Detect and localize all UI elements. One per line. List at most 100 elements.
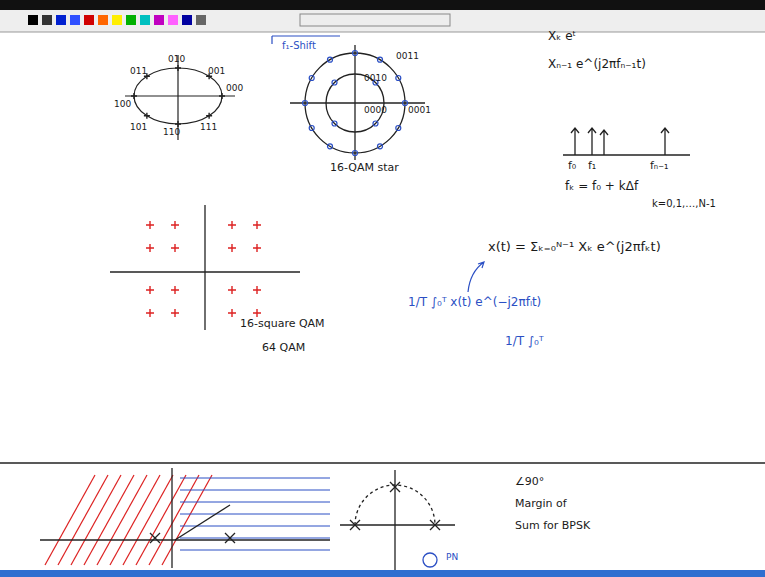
handwritten-note: Xₙ₋₁ e^(j2πfₙ₋₁t) xyxy=(548,58,646,71)
subcarrier-spectrum xyxy=(563,128,690,155)
handwritten-note: fₙ₋₁ xyxy=(650,160,668,172)
symbol-point xyxy=(228,286,236,294)
symbol-point xyxy=(131,93,137,99)
symbol-point xyxy=(146,286,154,294)
symbol-point xyxy=(253,244,261,252)
handwritten-note: f₁-Shift xyxy=(282,40,316,51)
symbol-point xyxy=(171,221,179,229)
symbol-point xyxy=(332,80,337,85)
symbol-point xyxy=(378,144,383,149)
symbol-point xyxy=(396,76,401,81)
apsk16-constellation xyxy=(290,45,425,160)
hatch-line xyxy=(180,478,330,479)
toolbar xyxy=(0,10,765,32)
hatch-line xyxy=(97,475,147,565)
hatch-line xyxy=(180,502,330,503)
color-swatch xyxy=(84,15,94,25)
symbol-point xyxy=(378,57,383,62)
symbol-point xyxy=(332,121,337,126)
symbol-point xyxy=(206,113,212,119)
symbol-point xyxy=(228,309,236,317)
title-bar xyxy=(0,0,765,10)
handwritten-note: 1/T ∫₀ᵀ x(t) e^(−j2πfₗt) xyxy=(408,296,541,309)
handwritten-note: 16-square QAM xyxy=(240,318,325,330)
qam-points xyxy=(146,221,261,317)
symbol-point xyxy=(373,121,378,126)
apsk16-points xyxy=(303,51,408,156)
color-swatch xyxy=(140,15,150,25)
symbol-point xyxy=(146,309,154,317)
handwritten-note: k=0,1,…,N-1 xyxy=(652,198,716,209)
color-swatch xyxy=(168,15,178,25)
hatch-line xyxy=(71,475,121,565)
hatch-line xyxy=(180,490,330,491)
handwritten-note: 001 xyxy=(208,67,225,77)
symbol-point xyxy=(171,244,179,252)
handwritten-note: 1/T ∫₀ᵀ xyxy=(505,335,544,348)
handwritten-note: 111 xyxy=(200,123,217,133)
toolbar-colors xyxy=(28,15,206,25)
handwritten-note: 0010 xyxy=(364,74,387,84)
handwritten-note: f₀ xyxy=(568,160,576,172)
handwritten-note: 0000 xyxy=(364,106,387,116)
symbol-point xyxy=(146,244,154,252)
panel-divider xyxy=(0,462,765,464)
symbol-point xyxy=(175,121,181,127)
psk8-points xyxy=(131,65,225,127)
handwritten-note: 0011 xyxy=(396,52,419,62)
color-swatch xyxy=(98,15,108,25)
symbol-point xyxy=(228,221,236,229)
color-swatch xyxy=(154,15,164,25)
handwritten-note: 16-QAM star xyxy=(330,162,399,174)
hatch-line xyxy=(110,475,160,565)
handwritten-note: 100 xyxy=(114,100,131,110)
hatch-line xyxy=(180,538,330,539)
handwritten-note: Sum for BPSK xyxy=(515,520,590,532)
handwritten-note: PN xyxy=(446,553,458,563)
symbol-point xyxy=(309,76,314,81)
hatch-line xyxy=(84,475,134,565)
handwritten-note: 010 xyxy=(168,55,185,65)
handwritten-note: 0001 xyxy=(408,106,431,116)
phase-diagram xyxy=(340,470,455,570)
symbol-point xyxy=(219,93,225,99)
handwritten-note: 110 xyxy=(163,128,180,138)
handwritten-note: ∠90° xyxy=(515,476,544,488)
psk8-constellation xyxy=(125,55,235,140)
hatch-line xyxy=(58,475,108,565)
handwritten-note: 64 QAM xyxy=(262,342,305,354)
hatch-line xyxy=(162,475,212,565)
color-swatch xyxy=(182,15,192,25)
hatch-line xyxy=(149,475,199,565)
symbol-point xyxy=(228,244,236,252)
hatch-line xyxy=(45,475,95,565)
toolbar-tools xyxy=(300,14,450,26)
symbol-point xyxy=(171,286,179,294)
symbol-point xyxy=(253,309,261,317)
handwritten-note: 000 xyxy=(226,84,243,94)
region-axes xyxy=(40,468,330,568)
projection-arrow xyxy=(468,262,484,292)
hatch-line xyxy=(180,550,330,551)
symbol-point xyxy=(146,221,154,229)
qam-axes xyxy=(110,205,300,330)
color-swatch xyxy=(196,15,206,25)
color-swatch xyxy=(112,15,122,25)
toolbar-edge xyxy=(0,32,765,33)
handwritten-note: Xₖ eᵗ xyxy=(548,30,576,43)
hatch-line xyxy=(180,514,330,515)
symbol-point xyxy=(175,65,181,71)
hatch-line xyxy=(180,526,330,527)
handwritten-note: 011 xyxy=(130,67,147,77)
symbol-point xyxy=(253,286,261,294)
task-bar xyxy=(0,570,765,577)
symbol-point xyxy=(353,51,358,56)
color-swatch xyxy=(28,15,38,25)
decision-regions xyxy=(45,475,330,565)
symbol-point xyxy=(303,101,308,106)
symbol-point xyxy=(328,57,333,62)
color-swatch xyxy=(126,15,136,25)
color-swatch xyxy=(42,15,52,25)
